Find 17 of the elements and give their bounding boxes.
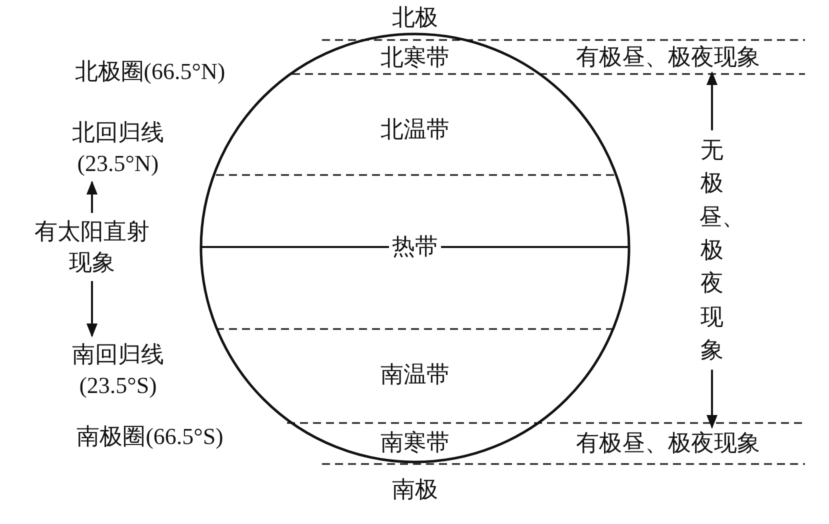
tropic-label: 北回归线(23.5°N) <box>56 116 180 180</box>
arrow <box>706 71 718 130</box>
arrow <box>86 180 98 213</box>
latitude-label: 南极圈(66.5°S) <box>76 423 224 452</box>
tropic-label: 南回归线(23.5°S) <box>56 338 180 402</box>
zone-label: 南寒带 <box>380 429 450 458</box>
arrow <box>86 281 98 338</box>
zone-label: 南温带 <box>380 361 450 390</box>
annotation-text: 有极昼、极夜现象 <box>576 430 760 456</box>
pole-label: 南极 <box>392 476 438 504</box>
zone-label: 北温带 <box>380 116 450 144</box>
latitude-label: 北极圈(66.5°N) <box>74 58 226 86</box>
zone-label: 北寒带 <box>380 44 450 72</box>
annotation-text: 有太阳直射现象 <box>27 216 157 278</box>
annotation-text: 有极昼、极夜现象 <box>576 44 760 70</box>
pole-label: 北极 <box>392 4 438 32</box>
arrow <box>706 370 718 429</box>
